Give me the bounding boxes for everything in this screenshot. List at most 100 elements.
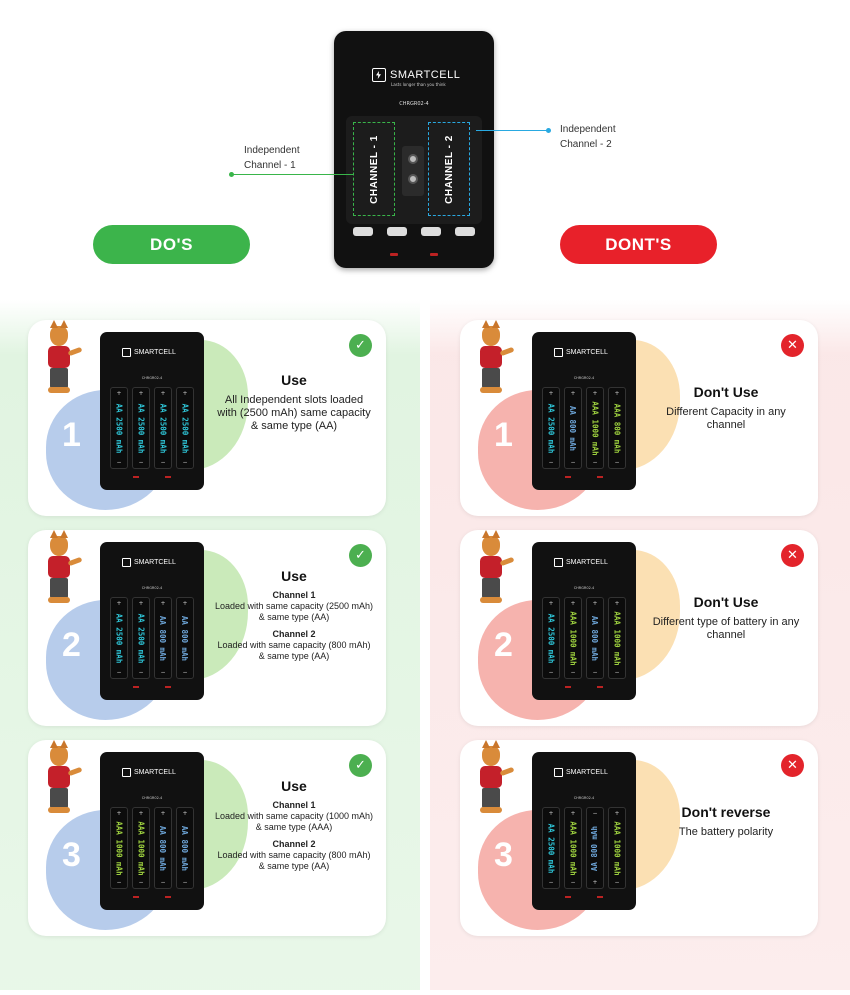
- plus-icon: +: [570, 390, 576, 397]
- battery-cell: +AA 800 mAh−: [154, 597, 172, 679]
- plus-icon: +: [182, 390, 188, 397]
- brand-logo: SMARTCELL: [554, 348, 608, 357]
- battery-bay: CHANNEL - 1 CHANNEL - 2: [346, 116, 482, 224]
- model-number: CHRGR02-4: [141, 376, 163, 380]
- plus-icon: +: [160, 810, 166, 817]
- battery-cell: + AAA 1000 mAh −: [564, 807, 582, 889]
- battery-cell: +AAA 1000 mAh−: [564, 597, 582, 679]
- battery-cells: +AA 2500 mAh−+AAA 1000 mAh−−AA 800 mAh++…: [542, 807, 626, 889]
- step-number: 3: [62, 836, 81, 874]
- mascot-icon: [40, 530, 83, 606]
- battery-cell: +AA 2500 mAh−: [542, 807, 560, 889]
- channel-1-text: Loaded with same capacity (1000 mAh) & s…: [214, 811, 374, 832]
- plus-icon: +: [570, 810, 576, 817]
- card-title: Don't Use: [693, 594, 759, 610]
- led-indicators: [552, 686, 616, 688]
- plus-icon: +: [138, 810, 144, 817]
- battery-cell: +AA 800 mAh−: [586, 597, 604, 679]
- battery-label: AA 800 mAh: [590, 615, 600, 661]
- battery-label: AA 2500 mAh: [546, 613, 556, 663]
- brand-logo: SMARTCELL Lasts longer than you think: [372, 68, 461, 87]
- card-title: Use: [281, 568, 307, 584]
- cross-icon: ✕: [781, 544, 804, 567]
- minus-icon: +: [592, 879, 598, 886]
- plus-icon: +: [160, 600, 166, 607]
- mascot-icon: [40, 320, 83, 396]
- minus-icon: −: [138, 669, 144, 676]
- card-title: Don't reverse: [681, 804, 771, 820]
- card-title: Don't Use: [693, 384, 759, 400]
- plus-icon: +: [182, 600, 188, 607]
- battery-cells: + AA 2500 mAh − +AAA 1000 mAh−+AA 800 mAh− +…: [542, 597, 626, 679]
- plus-icon: +: [570, 600, 576, 607]
- cross-icon: ✕: [781, 334, 804, 357]
- plus-icon: +: [614, 390, 620, 397]
- step-number: 3: [494, 836, 513, 874]
- battery-cells: +AA 2500 mAh−+AA 800 mAh−+AAA 1000 mAh−+…: [542, 387, 626, 469]
- minus-icon: −: [548, 459, 554, 466]
- minus-icon: −: [614, 459, 620, 466]
- channel-1-label: CHANNEL - 1: [368, 134, 380, 204]
- brand-name: SMARTCELL: [390, 69, 461, 81]
- check-icon: ✓: [349, 754, 372, 777]
- charger-body: SMARTCELL Lasts longer than you think CH…: [334, 31, 494, 268]
- battery-cell: +AA 800 mAh−: [176, 597, 194, 679]
- battery-label: AAA 1000 mAh: [612, 610, 622, 666]
- brand-name: SMARTCELL: [566, 349, 608, 356]
- plus-icon: +: [138, 390, 144, 397]
- battery-cell: +AA 800 mAh−: [154, 807, 172, 889]
- minus-icon: −: [138, 879, 144, 886]
- channel-2-label: CHANNEL - 2: [443, 134, 455, 204]
- battery-cells: +AA 2500 mAh−+AA 2500 mAh−+AA 2500 mAh−+…: [110, 387, 194, 469]
- minus-icon: −: [570, 879, 576, 886]
- minus-icon: −: [138, 459, 144, 466]
- minus-icon: −: [160, 879, 166, 886]
- battery-cell: +AAA 800 mAh−: [608, 387, 626, 469]
- bolt-icon: [122, 558, 131, 567]
- led-indicators: [120, 896, 184, 898]
- callout-left-line2: Channel - 1: [244, 160, 296, 171]
- minus-icon: −: [592, 459, 598, 466]
- minus-icon: −: [614, 669, 620, 676]
- battery-label: AA 2500 mAh: [158, 403, 168, 453]
- model-number: CHRGR02-4: [573, 586, 595, 590]
- model-number: CHRGR02-4: [573, 376, 595, 380]
- plus-icon: +: [182, 810, 188, 817]
- donts-pill: DONT'S: [560, 225, 717, 264]
- battery-cell: +AA 2500 mAh−: [176, 387, 194, 469]
- battery-cell: +AA 2500 mAh−: [110, 387, 128, 469]
- step-number: 1: [62, 416, 81, 454]
- callout-channel-2: Independent Channel - 2: [560, 122, 616, 152]
- model-number: CHRGR02-4: [573, 796, 595, 800]
- battery-label: AAA 1000 mAh: [568, 820, 578, 876]
- battery-label: AA 2500 mAh: [136, 613, 146, 663]
- minus-icon: −: [548, 879, 554, 886]
- contact-icon: [408, 174, 418, 184]
- bolt-icon: [122, 768, 131, 777]
- card-title: Use: [281, 372, 307, 388]
- brand-logo: SMARTCELL: [122, 768, 176, 777]
- channel-1-text: Loaded with same capacity (2500 mAh) & s…: [214, 601, 374, 622]
- callout-left-line1: Independent: [244, 145, 300, 156]
- plus-icon: +: [116, 600, 122, 607]
- plus-icon: +: [548, 600, 554, 607]
- callout-line-left: [232, 174, 354, 175]
- led-indicators: [552, 476, 616, 478]
- battery-label: AA 800 mAh: [180, 825, 190, 871]
- battery-cell: +AAA 1000 mAh−: [110, 807, 128, 889]
- minus-icon: −: [116, 879, 122, 886]
- plus-icon: +: [614, 810, 620, 817]
- battery-cell: +AA 2500 mAh−: [542, 387, 560, 469]
- mascot-icon: [472, 530, 515, 606]
- minus-icon: −: [160, 669, 166, 676]
- card-title: Use: [281, 778, 307, 794]
- check-icon: ✓: [349, 334, 372, 357]
- bolt-icon: [122, 348, 131, 357]
- card-body: The battery polarity: [678, 826, 774, 838]
- bolt-icon: [554, 348, 563, 357]
